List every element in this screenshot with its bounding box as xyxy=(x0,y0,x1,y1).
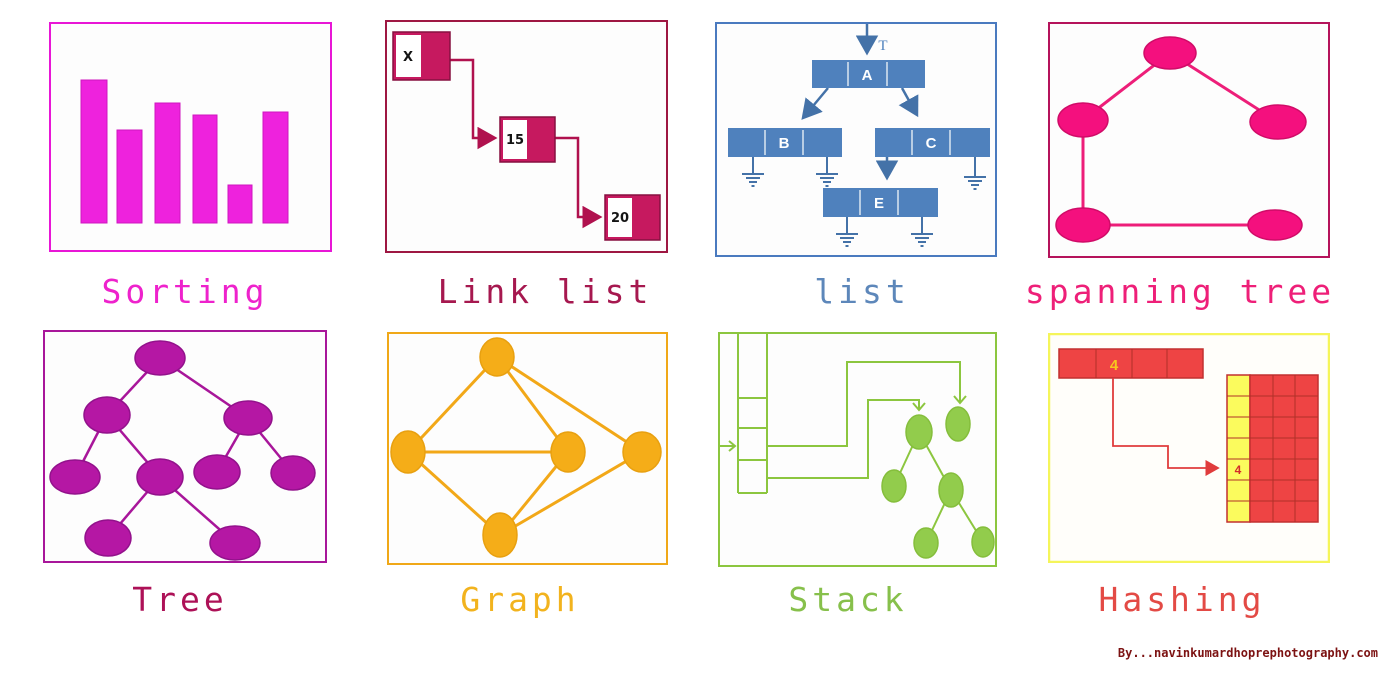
edge-arrow xyxy=(801,87,829,120)
stack-caption: Stack xyxy=(788,580,908,619)
list-node: B xyxy=(728,128,842,157)
graph-node xyxy=(1143,36,1197,70)
node-value: 15 xyxy=(506,133,524,148)
tree-box xyxy=(43,330,327,563)
node-value: C xyxy=(926,135,937,152)
graph-caption: Graph xyxy=(460,580,580,619)
edge-arrow xyxy=(898,87,919,118)
tree-node xyxy=(913,527,939,559)
sorting-bar xyxy=(154,102,181,224)
graph-node xyxy=(1055,207,1111,243)
sorting-caption: Sorting xyxy=(101,272,269,311)
null-ground-symbols xyxy=(742,157,986,247)
bucket-table: 4 xyxy=(1226,374,1319,523)
tree-node xyxy=(209,525,261,561)
graph-panel xyxy=(387,332,668,565)
sorting-bar xyxy=(116,129,143,224)
sorting-bar xyxy=(262,111,289,224)
pointer-line xyxy=(766,361,967,447)
graph-nodes xyxy=(390,337,662,558)
key-array: 4 xyxy=(1058,348,1204,379)
hashing-panel: 4 4 xyxy=(1048,333,1330,563)
stack-tree-nodes xyxy=(881,406,995,559)
linklist-caption: Link list xyxy=(437,272,653,311)
tree-node xyxy=(83,396,131,434)
tree-nodes xyxy=(49,340,316,561)
linklist-node: 15 xyxy=(499,116,556,163)
tree-node xyxy=(945,406,971,442)
head-pointer-label: T xyxy=(878,38,887,54)
node-value: X xyxy=(403,50,413,65)
linklist-node: 20 xyxy=(604,194,661,241)
linklist-node: X xyxy=(392,31,451,81)
tree-node xyxy=(49,459,101,495)
node-value: A xyxy=(862,67,873,84)
tree-node xyxy=(84,519,132,557)
bucket-value: 4 xyxy=(1235,463,1242,477)
graph-box xyxy=(387,332,668,565)
spanning-tree-caption: spanning tree xyxy=(1024,272,1336,311)
list-node: E xyxy=(823,188,938,217)
spanning-tree-nodes xyxy=(1055,36,1307,243)
sorting-bar xyxy=(192,114,218,224)
graph-node xyxy=(1249,104,1307,140)
tree-panel xyxy=(43,330,327,563)
spanning-tree-diagram xyxy=(1048,22,1330,258)
graph-node xyxy=(1057,102,1109,138)
pointer-arrow xyxy=(555,136,603,229)
list-node: A xyxy=(812,60,925,88)
node-value: 20 xyxy=(611,211,629,226)
tree-diagram xyxy=(43,330,327,563)
tree-caption: Tree xyxy=(132,580,228,619)
tree-node xyxy=(938,472,964,508)
credit-text: By...navinkumardhoprephotography.com xyxy=(1117,646,1378,660)
graph-node xyxy=(1247,209,1303,241)
sorting-diagram xyxy=(49,22,332,252)
sorting-panel xyxy=(49,22,332,252)
tree-node xyxy=(905,414,933,450)
sorting-bar xyxy=(80,79,108,224)
sorting-bar xyxy=(227,184,253,224)
tree-node xyxy=(134,340,186,376)
tree-node xyxy=(193,454,241,490)
hashing-caption: Hashing xyxy=(1098,580,1266,619)
sorting-bars xyxy=(80,79,289,224)
push-arrow xyxy=(720,440,737,452)
graph-diagram xyxy=(387,332,668,565)
hash-arrow xyxy=(1112,378,1220,477)
linklist-panel: X 15 20 xyxy=(385,20,668,253)
graph-node xyxy=(550,431,586,473)
graph-node xyxy=(482,512,518,558)
graph-node xyxy=(479,337,515,377)
list-diagram: T A B C xyxy=(715,22,997,257)
list-node: C xyxy=(875,128,990,157)
list-panel: T A B C xyxy=(715,22,997,257)
linklist-diagram: X 15 20 xyxy=(385,20,668,253)
tree-node xyxy=(223,400,273,436)
tree-node xyxy=(136,458,184,496)
stack-box xyxy=(718,332,997,567)
tree-node xyxy=(881,469,907,503)
hashing-diagram: 4 4 xyxy=(1048,333,1330,563)
node-value: B xyxy=(779,135,790,152)
tree-node xyxy=(270,455,316,491)
spanning-tree-panel xyxy=(1048,22,1330,258)
list-caption: list xyxy=(814,272,910,311)
pointer-arrow xyxy=(450,58,498,150)
stack-panel xyxy=(718,332,997,567)
tree-node xyxy=(971,526,995,558)
graph-node xyxy=(622,431,662,473)
pointer-line xyxy=(766,399,926,479)
node-value: E xyxy=(874,195,884,212)
graph-node xyxy=(390,430,426,474)
stack-cells xyxy=(737,334,768,494)
key-value: 4 xyxy=(1110,357,1119,374)
stack-diagram xyxy=(718,332,997,567)
